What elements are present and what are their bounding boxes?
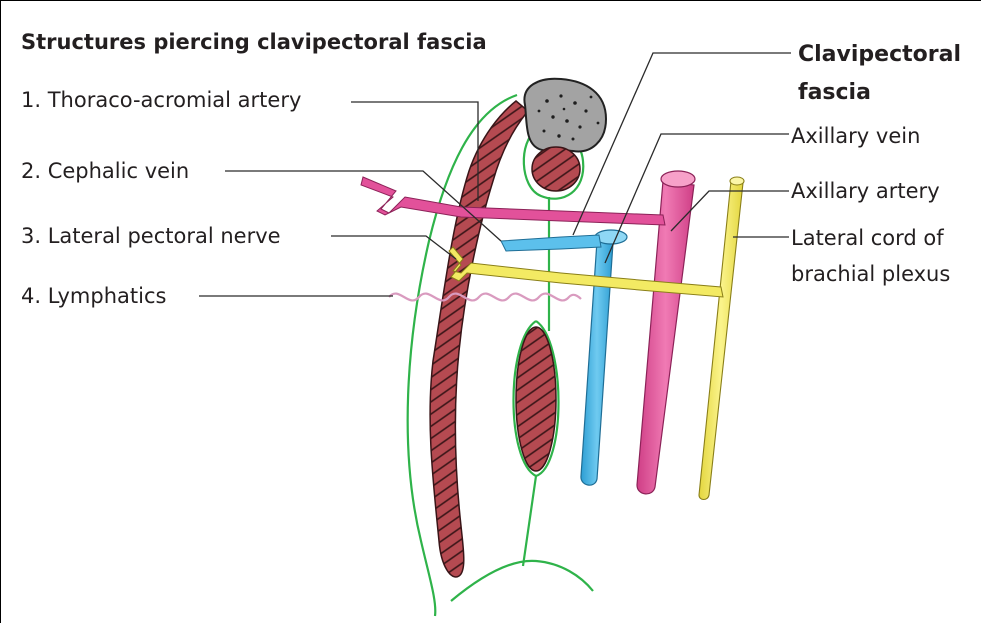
pectoralis-major-muscle [430,101,528,577]
clavicle-bone [524,79,606,152]
pectoralis-minor-muscle [516,327,556,471]
label-lateral-cord-line2: brachial plexus [791,262,950,286]
label-axillary-artery: Axillary artery [791,179,940,203]
cephalic-vein-entry-blue [501,235,601,251]
label-lateral-pectoral-nerve: 3. Lateral pectoral nerve [21,224,281,248]
leader-lateral-pectoral-nerve [331,236,456,259]
lateral-cord-brachial-plexus [699,181,743,500]
leader-axillary-vein [605,134,789,263]
label-clavipectoral-fascia-line2: fascia [798,80,871,105]
axillary-artery [637,181,694,494]
clavipectoral-fascia-lower-line [523,476,536,566]
label-lymphatics: 4. Lymphatics [21,284,166,308]
label-cephalic-vein: 2. Cephalic vein [21,159,189,183]
diagram-title: Structures piercing clavipectoral fascia [21,30,487,54]
label-thoraco-acromial-artery: 1. Thoraco-acromial artery [21,88,301,112]
label-clavipectoral-fascia-line1: Clavipectoral [798,42,961,67]
label-lateral-cord-line1: Lateral cord of [791,226,944,250]
label-axillary-vein: Axillary vein [791,124,920,148]
axillary-artery-cut-end [661,171,695,187]
axillary-fascia-curve [451,561,593,601]
subclavius-muscle [532,147,580,191]
lateral-cord-cut-end [730,177,744,185]
thoraco-acromial-artery [361,177,665,225]
